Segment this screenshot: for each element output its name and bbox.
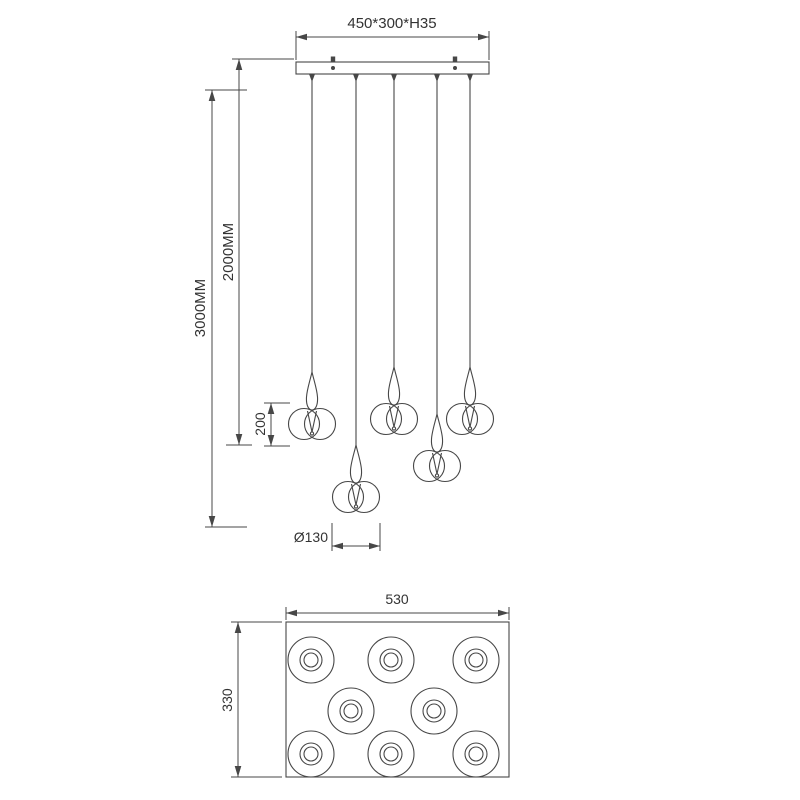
- glass-shade: [412, 413, 462, 483]
- dimension-canopy-size: 450*300*H35: [295, 15, 490, 60]
- dimension-plan-width: 530: [285, 591, 510, 620]
- plan-outline: [285, 621, 510, 778]
- canopy-body: [295, 61, 490, 75]
- plan-depth-label: 330: [219, 688, 235, 712]
- pendant-lamp-5: [445, 74, 495, 436]
- plan-lamp-circle-2: [367, 636, 415, 684]
- mounting-screw-right: [452, 56, 458, 70]
- glass-shade: [331, 444, 381, 514]
- shade-height-label: 200: [252, 412, 268, 436]
- dimension-shade-height: 200: [252, 402, 290, 447]
- glass-shade: [445, 366, 495, 436]
- dimension-plan-depth: 330: [219, 621, 282, 778]
- pendant-lamp-1: [287, 74, 337, 441]
- plan-lamp-circle-6: [287, 730, 335, 778]
- plan-width-label: 530: [385, 591, 409, 607]
- dimension-total-height: 3000MM: [192, 89, 247, 528]
- cord-grip: [467, 74, 473, 82]
- plan-lamp-circle-4: [327, 687, 375, 735]
- cord-grip: [309, 74, 315, 82]
- front-elevation-view: 450*300*H35: [192, 15, 495, 551]
- cord-grip: [434, 74, 440, 82]
- glass-shade: [287, 371, 337, 441]
- screw-dot: [331, 66, 335, 70]
- ceiling-canopy: [295, 56, 490, 75]
- plan-view: 530 330: [219, 591, 510, 778]
- screw-head: [452, 56, 458, 62]
- glass-shade: [369, 366, 419, 436]
- shade-diameter-label: Ø130: [294, 529, 328, 545]
- screw-dot: [453, 66, 457, 70]
- dimension-shade-diameter: Ø130: [294, 523, 381, 551]
- plan-lamp-circle-3: [452, 636, 500, 684]
- total-height-label: 3000MM: [192, 279, 209, 337]
- screw-head: [330, 56, 336, 62]
- plan-lamp-circle-1: [287, 636, 335, 684]
- pendant-lamp-3: [369, 74, 419, 436]
- canopy-size-label: 450*300*H35: [347, 15, 436, 32]
- dimension-cord-length: 2000MM: [220, 58, 294, 446]
- plan-lamp-circle-5: [410, 687, 458, 735]
- pendant-lamp-4: [412, 74, 462, 483]
- mounting-screw-left: [330, 56, 336, 70]
- plan-lamp-circle-8: [452, 730, 500, 778]
- cord-grip: [391, 74, 397, 82]
- plan-lamp-circle-7: [367, 730, 415, 778]
- pendant-lamp-2: [331, 74, 381, 514]
- cord-grip: [353, 74, 359, 82]
- cord-length-label: 2000MM: [220, 223, 237, 281]
